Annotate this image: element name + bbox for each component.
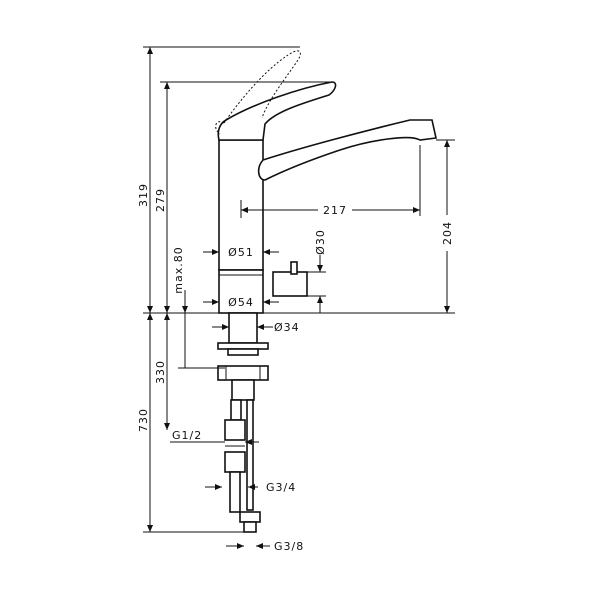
- dim-204: 204: [436, 139, 455, 313]
- dim-d54: Ø54: [203, 296, 279, 309]
- dim-319: 319: [137, 46, 300, 313]
- side-connector: [272, 261, 308, 297]
- label-319: 319: [137, 183, 150, 207]
- lever-handle-raised: [215, 50, 301, 135]
- label-g34: G3/4: [266, 481, 296, 494]
- label-330: 330: [154, 360, 167, 384]
- label-d54: Ø54: [228, 296, 254, 309]
- dim-g34: G3/4: [205, 481, 296, 494]
- mounting-shank: [217, 312, 269, 401]
- label-max80: max.80: [172, 246, 185, 293]
- faucet-body: [218, 139, 264, 314]
- dim-d34: Ø34: [212, 321, 300, 334]
- label-204: 204: [441, 221, 454, 245]
- label-730: 730: [137, 408, 150, 432]
- label-d51: Ø51: [228, 246, 254, 259]
- label-g38: G3/8: [274, 540, 304, 553]
- dim-730: 730: [137, 313, 245, 533]
- dim-217: 217: [240, 145, 421, 218]
- label-279: 279: [154, 188, 167, 212]
- dim-max80: max.80: [172, 246, 225, 369]
- dim-g38: G3/8: [226, 540, 304, 553]
- dim-330: 330: [154, 313, 170, 430]
- dim-g12: G1/2: [170, 429, 259, 445]
- dim-d51: Ø51: [203, 246, 279, 259]
- label-g12: G1/2: [172, 429, 202, 442]
- supply-hoses: [224, 399, 261, 533]
- dim-279: 279: [154, 81, 330, 313]
- label-d34: Ø34: [274, 321, 300, 334]
- dim-d30: Ø30: [307, 229, 327, 313]
- label-217: 217: [323, 204, 347, 217]
- label-d30: Ø30: [314, 229, 327, 255]
- spout: [257, 119, 437, 181]
